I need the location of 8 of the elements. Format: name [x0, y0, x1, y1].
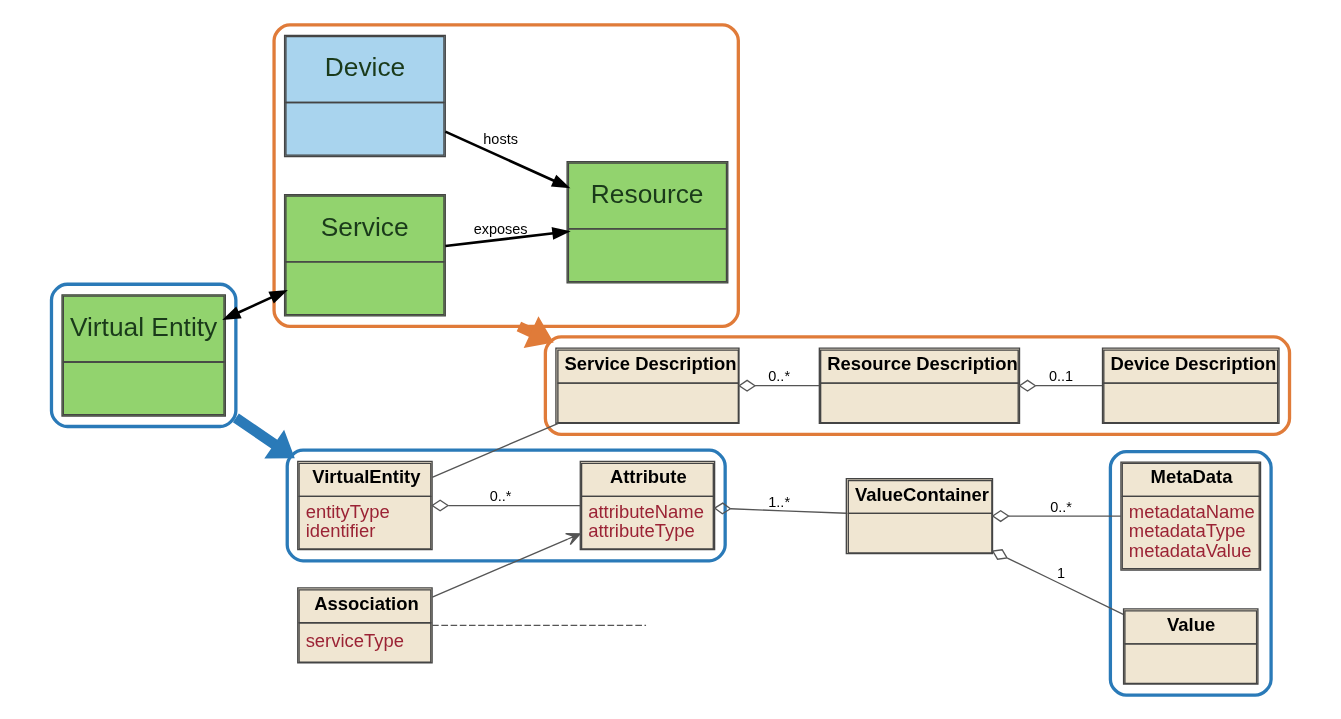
edge-label: 1..* [768, 493, 791, 510]
edge-label: 0..* [768, 367, 791, 384]
edge-label: 1 [1056, 564, 1066, 581]
edge-label: 0..* [489, 487, 512, 504]
edge-label: exposes [473, 220, 528, 237]
edge-label: 0..1 [1048, 367, 1074, 384]
edge-label: hosts [483, 130, 518, 147]
edge-label: 0..* [1050, 498, 1072, 515]
